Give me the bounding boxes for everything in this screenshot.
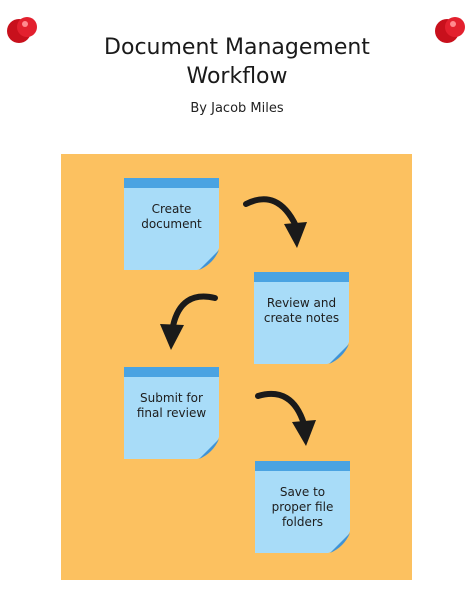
title-line-1: Document Management (104, 35, 370, 60)
curved-arrow-icon (255, 390, 316, 446)
sticky-note-submit: Submit for final review (124, 367, 219, 459)
author-byline: By Jacob Miles (190, 101, 284, 116)
note-text: Create document (141, 202, 202, 231)
note-text: Review and create notes (263, 296, 340, 325)
page-curl-icon (197, 437, 219, 459)
sticky-note-save: Save to proper file folders (255, 461, 350, 553)
curved-arrow-icon (243, 196, 307, 248)
title-line-2: Workflow (186, 64, 288, 89)
curved-arrow-icon (160, 293, 218, 350)
note-text: Submit for final review (136, 391, 207, 420)
pushpin-icon (7, 17, 37, 43)
page-title: Document Management Workflow (0, 33, 474, 91)
sticky-note-create-document: Create document (124, 178, 219, 270)
pushpin-icon (435, 17, 465, 43)
page-curl-icon (197, 248, 219, 270)
corkboard-background (61, 154, 412, 580)
page-curl-icon (327, 342, 349, 364)
page-curl-icon (328, 531, 350, 553)
sticky-note-review: Review and create notes (254, 272, 349, 364)
note-text: Save to proper file folders (271, 485, 334, 529)
